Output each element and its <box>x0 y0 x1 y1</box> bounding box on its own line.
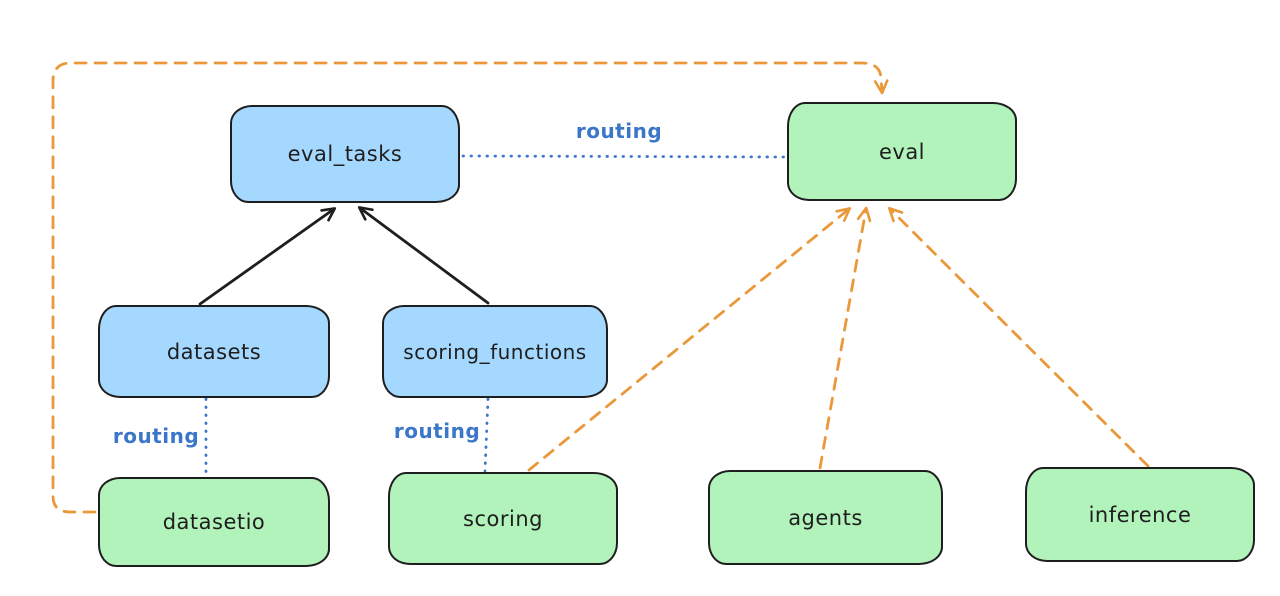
node-agents: agents <box>708 470 943 565</box>
node-datasetio: datasetio <box>98 477 330 567</box>
node-eval: eval <box>787 102 1017 201</box>
node-scoring-label: scoring <box>463 506 543 531</box>
node-scoring-functions-label: scoring_functions <box>403 339 587 364</box>
edge-label-routing-datasets-datasetio: routing <box>112 424 200 448</box>
node-agents-label: agents <box>788 505 863 530</box>
edge-agents-to-eval <box>818 206 872 470</box>
node-eval-label: eval <box>878 139 926 164</box>
edge-datasetio-to-eval <box>51 61 889 514</box>
node-datasets: datasets <box>98 305 330 398</box>
edge-scoring_functions-to-eval_tasks <box>357 206 490 305</box>
node-scoring-functions: scoring_functions <box>382 305 608 398</box>
edge-inference-to-eval <box>887 206 1150 468</box>
node-inference: inference <box>1025 467 1255 562</box>
node-datasetio-label: datasetio <box>162 510 266 534</box>
edge-scoring-to-eval <box>527 207 852 472</box>
edge-label-routing-eval_tasks-eval: routing <box>575 119 663 143</box>
node-scoring: scoring <box>388 472 618 565</box>
node-datasets-label: datasets <box>166 339 262 364</box>
node-eval-tasks-label: eval_tasks <box>287 142 403 166</box>
node-inference-label: inference <box>1088 502 1192 527</box>
edge-scoring_functions-to-scoring <box>483 397 490 473</box>
edge-eval_tasks-to-eval <box>461 154 788 159</box>
edge-datasets-to-eval_tasks <box>198 207 337 306</box>
node-eval-tasks: eval_tasks <box>230 105 460 203</box>
edge-label-routing-scoring_functions-scoring: routing <box>393 419 481 443</box>
